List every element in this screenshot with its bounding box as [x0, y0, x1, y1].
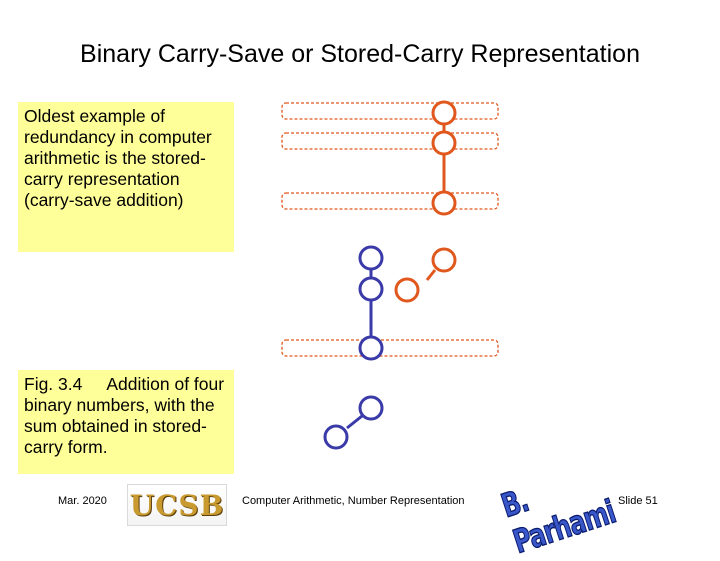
- blue-output-sum-node: [358, 395, 384, 421]
- figure-caption-text: Addition of four binary numbers, with th…: [24, 374, 225, 457]
- ucsb-logo-text: UCSB: [129, 488, 225, 522]
- blue-sum-node: [358, 335, 384, 361]
- operand-row-1: [281, 102, 499, 120]
- orange-sum-node: [431, 247, 457, 273]
- blue-full-adder-mid: [358, 276, 384, 302]
- orange-full-adder-mid: [431, 130, 457, 156]
- orange-full-adder-top: [431, 100, 457, 126]
- operand-row-2: [281, 132, 499, 150]
- sum-row: [281, 339, 499, 357]
- blue-connector-3: [346, 414, 363, 430]
- slide-title: Binary Carry-Save or Stored-Carry Repres…: [80, 40, 640, 68]
- orange-carry-node: [394, 277, 420, 303]
- footer-slide-number: Slide 51: [618, 495, 658, 507]
- blue-output-carry-node: [323, 424, 349, 450]
- operand-row-3: [281, 192, 499, 210]
- author-logo: B. Parhami: [496, 481, 620, 561]
- orange-connector-3: [425, 269, 437, 281]
- orange-full-adder-low: [431, 190, 457, 216]
- blue-full-adder-top: [358, 245, 384, 271]
- footer-date: Mar. 2020: [58, 495, 107, 507]
- footer-course-title: Computer Arithmetic, Number Representati…: [242, 495, 465, 507]
- ucsb-logo: UCSB: [127, 484, 227, 526]
- carry-save-diagram: [281, 100, 499, 450]
- figure-label: Fig. 3.4: [24, 374, 83, 394]
- note-redundancy: Oldest example of redundancy in computer…: [18, 102, 234, 252]
